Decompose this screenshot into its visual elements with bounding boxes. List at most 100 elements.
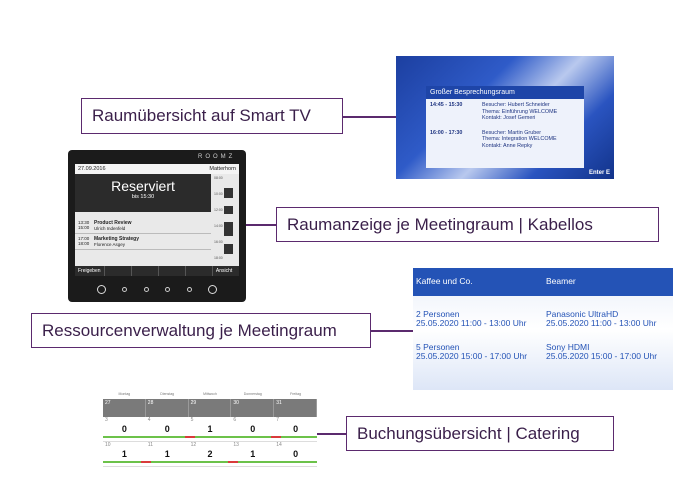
calendar-date[interactable]: 3	[105, 417, 108, 423]
timeline-tick: 18:00	[214, 256, 223, 260]
weekday-label: Mittwoch	[203, 392, 217, 396]
booking-count[interactable]: 0	[293, 424, 299, 434]
room-panel-screen: 27.09.2016 Matterhorn Reserviert bis 15:…	[75, 164, 239, 276]
calendar-date[interactable]: 7	[276, 417, 279, 423]
booking-count[interactable]: 0	[293, 449, 299, 459]
availability-bar	[103, 436, 317, 438]
room-panel-device: ROOMZ 27.09.2016 Matterhorn Reserviert b…	[68, 150, 246, 302]
tv-room-card: Großer Besprechungsraum 14:45 - 15:30 Be…	[426, 86, 584, 168]
booking-count[interactable]: 0	[164, 424, 170, 434]
resource-entry[interactable]: 2 Personen 25.05.2020 11:00 - 13:00 Uhr	[416, 310, 543, 328]
label-booking: Buchungsübersicht | Catering	[346, 416, 614, 451]
calendar-header-week: 27 28 29 30 31	[103, 399, 317, 417]
connector-booking	[317, 433, 346, 435]
weekday-label: Donnerstag	[243, 392, 262, 396]
meeting-person: Ulrich Indenfeld	[94, 226, 126, 231]
calendar-week-row: 3 4 5 6 7 0 0 1 0 0	[103, 417, 317, 442]
tv-slot-line: Thema: Einführung WELCOME	[482, 108, 558, 115]
weekday-label: Freitag	[290, 392, 302, 396]
booking-count[interactable]: 1	[164, 449, 170, 459]
booking-count[interactable]: 1	[121, 449, 127, 459]
calendar-date[interactable]: 27	[103, 399, 146, 417]
meeting-start: 17:00	[78, 236, 90, 241]
resource-entry-time: 25.05.2020 15:00 - 17:00 Uhr	[546, 351, 658, 361]
resource-header-beamer: Beamer	[546, 276, 576, 286]
hardware-key[interactable]	[143, 286, 149, 292]
booking-count[interactable]: 2	[207, 449, 213, 459]
calendar-date[interactable]: 14	[276, 442, 282, 448]
calendar-date[interactable]: 31	[274, 399, 317, 417]
panel-button[interactable]	[186, 266, 213, 276]
resource-entry[interactable]: Sony HDMI 25.05.2020 15:00 - 17:00 Uhr	[546, 343, 673, 361]
panel-topbar: 27.09.2016 Matterhorn	[75, 164, 239, 174]
resource-entry-time: 25.05.2020 11:00 - 13:00 Uhr	[546, 318, 657, 328]
resource-entry-title: 2 Personen	[416, 309, 460, 319]
connector-resources	[371, 330, 413, 332]
resource-header: Kaffee und Co. Beamer	[413, 268, 673, 296]
connector-smart-tv	[343, 116, 396, 118]
enter-logo: Enter E	[588, 170, 610, 176]
hardware-key[interactable]	[186, 286, 192, 292]
resource-entry[interactable]: 5 Personen 25.05.2020 15:00 - 17:00 Uhr	[416, 343, 543, 361]
view-button[interactable]: Ansicht	[215, 268, 233, 274]
device-brand: ROOMZ	[198, 154, 236, 160]
calendar-date[interactable]: 13	[233, 442, 239, 448]
weekday-label: Montag	[118, 392, 131, 396]
hardware-key[interactable]	[165, 286, 171, 292]
panel-button[interactable]	[105, 266, 132, 276]
availability-bar	[103, 461, 317, 463]
resource-entry-time: 25.05.2020 11:00 - 13:00 Uhr	[416, 318, 527, 328]
calendar-date[interactable]: 29	[189, 399, 232, 417]
tv-room-name: Großer Besprechungsraum	[426, 86, 584, 99]
tv-slot-line: Kontakt: Josef Gemeri	[482, 115, 536, 121]
timeline-tick: 10:00	[214, 192, 223, 196]
timeline-block	[224, 244, 233, 254]
release-button[interactable]: Freigeben	[75, 266, 105, 276]
timeline-block	[224, 222, 233, 236]
tv-slot: 14:45 - 15:30 Besucher: Hubert Schneider…	[426, 99, 584, 122]
weekday-label: Dienstag	[160, 392, 175, 396]
calendar-date[interactable]: 4	[147, 417, 151, 423]
timeline-tick: 08:00	[214, 176, 223, 180]
booking-count[interactable]: 1	[207, 424, 213, 434]
booking-count[interactable]: 1	[250, 449, 256, 459]
resource-entry[interactable]: Panasonic UltraHD 25.05.2020 11:00 - 13:…	[546, 310, 673, 328]
booking-count[interactable]: 0	[250, 424, 256, 434]
panel-bottom-bar: Freigeben Ansicht	[75, 266, 239, 276]
meeting-title: Marketing Strategy	[94, 236, 140, 242]
hardware-key[interactable]	[97, 284, 106, 294]
panel-date: 27.09.2016	[78, 166, 106, 172]
hardware-key[interactable]	[122, 286, 128, 292]
meeting-person: Florence Asgey	[94, 242, 126, 247]
resource-entry-title: 5 Personen	[416, 342, 460, 352]
panel-until: bis 15:30	[131, 194, 155, 200]
label-room-panel: Raumanzeige je Meetingraum | Kabellos	[276, 207, 659, 242]
booking-count[interactable]: 0	[121, 424, 127, 434]
device-keys	[75, 280, 239, 298]
resource-entry-title: Sony HDMI	[546, 342, 590, 352]
timeline-tick: 14:00	[214, 224, 223, 228]
calendar-date[interactable]: 30	[231, 399, 275, 417]
panel-timeline: 08:00 10:00 12:00 14:00 16:00 18:00	[214, 176, 236, 262]
meeting-end: 18:00	[78, 241, 90, 246]
calendar-date[interactable]: 6	[233, 417, 237, 423]
calendar-date[interactable]: 28	[146, 399, 189, 417]
calendar-date[interactable]: 5	[190, 417, 194, 423]
calendar-date[interactable]: 10	[105, 442, 111, 448]
connector-room-panel	[246, 224, 276, 226]
panel-button[interactable]	[132, 266, 159, 276]
calendar-date[interactable]: 12	[190, 442, 197, 448]
tv-slot-line: Besucher: Martin Gruber	[482, 129, 542, 136]
tv-slot-time: 14:45 - 15:30	[430, 102, 463, 108]
timeline-block	[224, 188, 233, 198]
calendar-date[interactable]: 11	[147, 442, 153, 448]
booked-marker	[141, 461, 151, 463]
panel-button[interactable]	[159, 266, 186, 276]
label-smart-tv: Raumübersicht auf Smart TV	[81, 98, 343, 134]
resource-header-coffee: Kaffee und Co.	[416, 276, 473, 286]
calendar-weekdays: Montag Dienstag Mittwoch Donnerstag Frei…	[103, 392, 317, 399]
timeline-block	[224, 206, 233, 214]
hardware-key[interactable]	[207, 284, 217, 294]
